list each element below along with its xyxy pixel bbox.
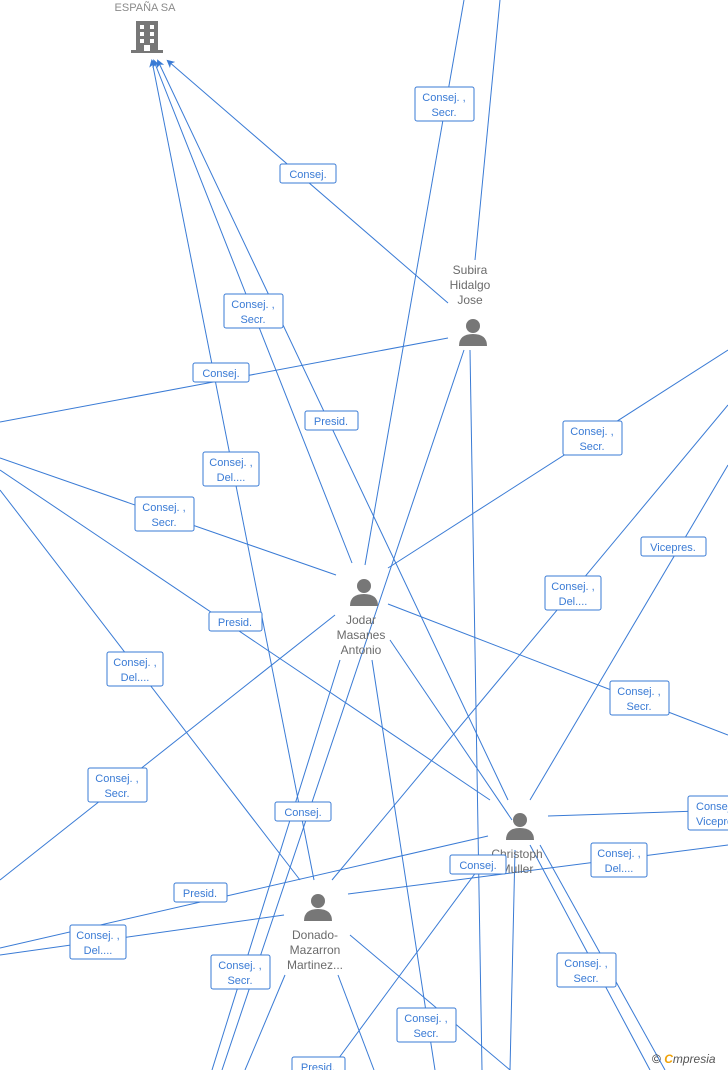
edge-label-line: Consej. , [404, 1013, 447, 1025]
person-name-line: Muller [501, 862, 534, 876]
edge-label[interactable]: Consej. , Secr. [210, 954, 271, 990]
edge-label[interactable]: Consej. , Secr. [223, 293, 284, 329]
edge-label-line: Consej. [289, 169, 326, 181]
edge-label-line: Vicepres. [650, 542, 696, 554]
edge-label[interactable]: Consej. [279, 163, 337, 184]
person-icon [350, 579, 378, 606]
edge-label-line: Consej. , [551, 581, 594, 593]
person-name-line: Masanes [337, 628, 386, 642]
edge-label[interactable]: Vicepres. [640, 536, 707, 557]
person-name-line: Jose [457, 293, 483, 307]
edge-label-line: Consej. [284, 807, 321, 819]
edge-label-line: Consej. , [564, 958, 607, 970]
edge-label[interactable]: Consej. [449, 854, 507, 875]
person-name-line: Antonio [341, 643, 382, 657]
edge-label-line: Presid. [183, 888, 217, 900]
edge-label-line: Secr. [151, 517, 176, 529]
edge-label-line: Consej. , [696, 801, 728, 813]
edge-label-line: Consej. , [218, 960, 261, 972]
edge-label[interactable]: Consej. , Secr. [556, 952, 617, 988]
copyright-symbol: © [652, 1052, 661, 1066]
edge-label-line: Consej. [459, 860, 496, 872]
edge-label-line: Presid. [314, 416, 348, 428]
edge-label-line: Consej. , [570, 426, 613, 438]
edge-label-line: Presid. [218, 617, 252, 629]
edge-label-line: Secr. [413, 1028, 438, 1040]
edge-label-line: Del.... [605, 863, 634, 875]
person-name-line: Jodar [346, 613, 376, 627]
edge-label-line: Secr. [104, 788, 129, 800]
edge-label[interactable]: Presid. [304, 410, 359, 431]
edge-label[interactable]: Consej. [192, 362, 250, 383]
edge-label[interactable]: Consej. , Secr. [134, 496, 195, 532]
edge-label-line: Secr. [227, 975, 252, 987]
edge-label-line: Del.... [559, 596, 588, 608]
person-icon [459, 319, 487, 346]
edge-label-line: Secr. [573, 973, 598, 985]
brand-initial: C [664, 1052, 673, 1066]
watermark: © Cmpresia [652, 1052, 716, 1066]
edge-label-line: Consej. , [142, 502, 185, 514]
edge-label-line: Consej. , [597, 848, 640, 860]
edge-label[interactable]: Presid. [291, 1056, 346, 1070]
edge-label[interactable]: Consej. , Secr. [609, 680, 670, 716]
edge-label[interactable]: Consej. , Secr. [87, 767, 148, 803]
edge-label-line: Consej. , [76, 930, 119, 942]
edge-label-line: Secr. [579, 441, 604, 453]
building-icon [131, 21, 163, 53]
edge-label[interactable]: Consej. [274, 801, 332, 822]
edge-label-line: Consej. , [95, 773, 138, 785]
edge-label-line: Consej. , [617, 686, 660, 698]
edge-label[interactable]: Consej. , Secr. [396, 1007, 457, 1043]
person-icon [304, 894, 332, 921]
person-node-donado[interactable]: Donado- Mazarron Martinez... [287, 894, 343, 972]
edge-label-line: Presid. [301, 1062, 335, 1070]
edge-label-line: Consej. , [422, 92, 465, 104]
edge-label-line: Secr. [626, 701, 651, 713]
edge-labels: Consej. , Secr. Consej. Consej. , Secr. … [69, 86, 728, 1070]
edge-label-line: Consej. , [209, 457, 252, 469]
edge-label-line: Secr. [240, 314, 265, 326]
person-icon [506, 813, 534, 840]
brand-rest: mpresia [672, 1052, 716, 1066]
person-node-jodar[interactable]: Jodar Masanes Antonio [337, 579, 386, 657]
edge-label[interactable]: Presid. [173, 882, 228, 903]
edge-label-line: Del.... [217, 472, 246, 484]
edge-label[interactable]: Consej. , Del.... [106, 651, 164, 687]
edge-label-line: Del.... [84, 945, 113, 957]
person-name-line: Hidalgo [450, 278, 491, 292]
edge-label-line: Consej. , [113, 657, 156, 669]
person-name-line: Mazarron [290, 943, 341, 957]
edge-label[interactable]: Consej. , Secr. [562, 420, 623, 456]
person-name-line: Donado- [292, 928, 338, 942]
edge-label[interactable]: Consej. , Secr. [414, 86, 475, 122]
edge-label[interactable]: Consej. , Del.... [202, 451, 260, 487]
edge-label[interactable]: Presid. [208, 611, 263, 632]
edge-label-line: Del.... [121, 672, 150, 684]
edge-label[interactable]: Consej. , Del.... [544, 575, 602, 611]
person-node-subira[interactable]: Subira Hidalgo Jose [450, 263, 491, 346]
company-node[interactable]: ESPAÑA SA [115, 1, 177, 53]
edge-label[interactable]: Consej. , Del.... [69, 924, 127, 960]
edge-label-line: Consej. , [231, 299, 274, 311]
edge-label[interactable]: Consej. , Vicepre... [687, 795, 728, 831]
person-name-line: Martinez... [287, 958, 343, 972]
edge-label-line: Vicepre... [696, 816, 728, 828]
person-name-line: Subira [453, 263, 488, 277]
edge-label-line: Consej. [202, 368, 239, 380]
edge-label[interactable]: Consej. , Del.... [590, 842, 648, 878]
edge-label-line: Secr. [431, 107, 456, 119]
company-name: ESPAÑA SA [115, 1, 177, 14]
